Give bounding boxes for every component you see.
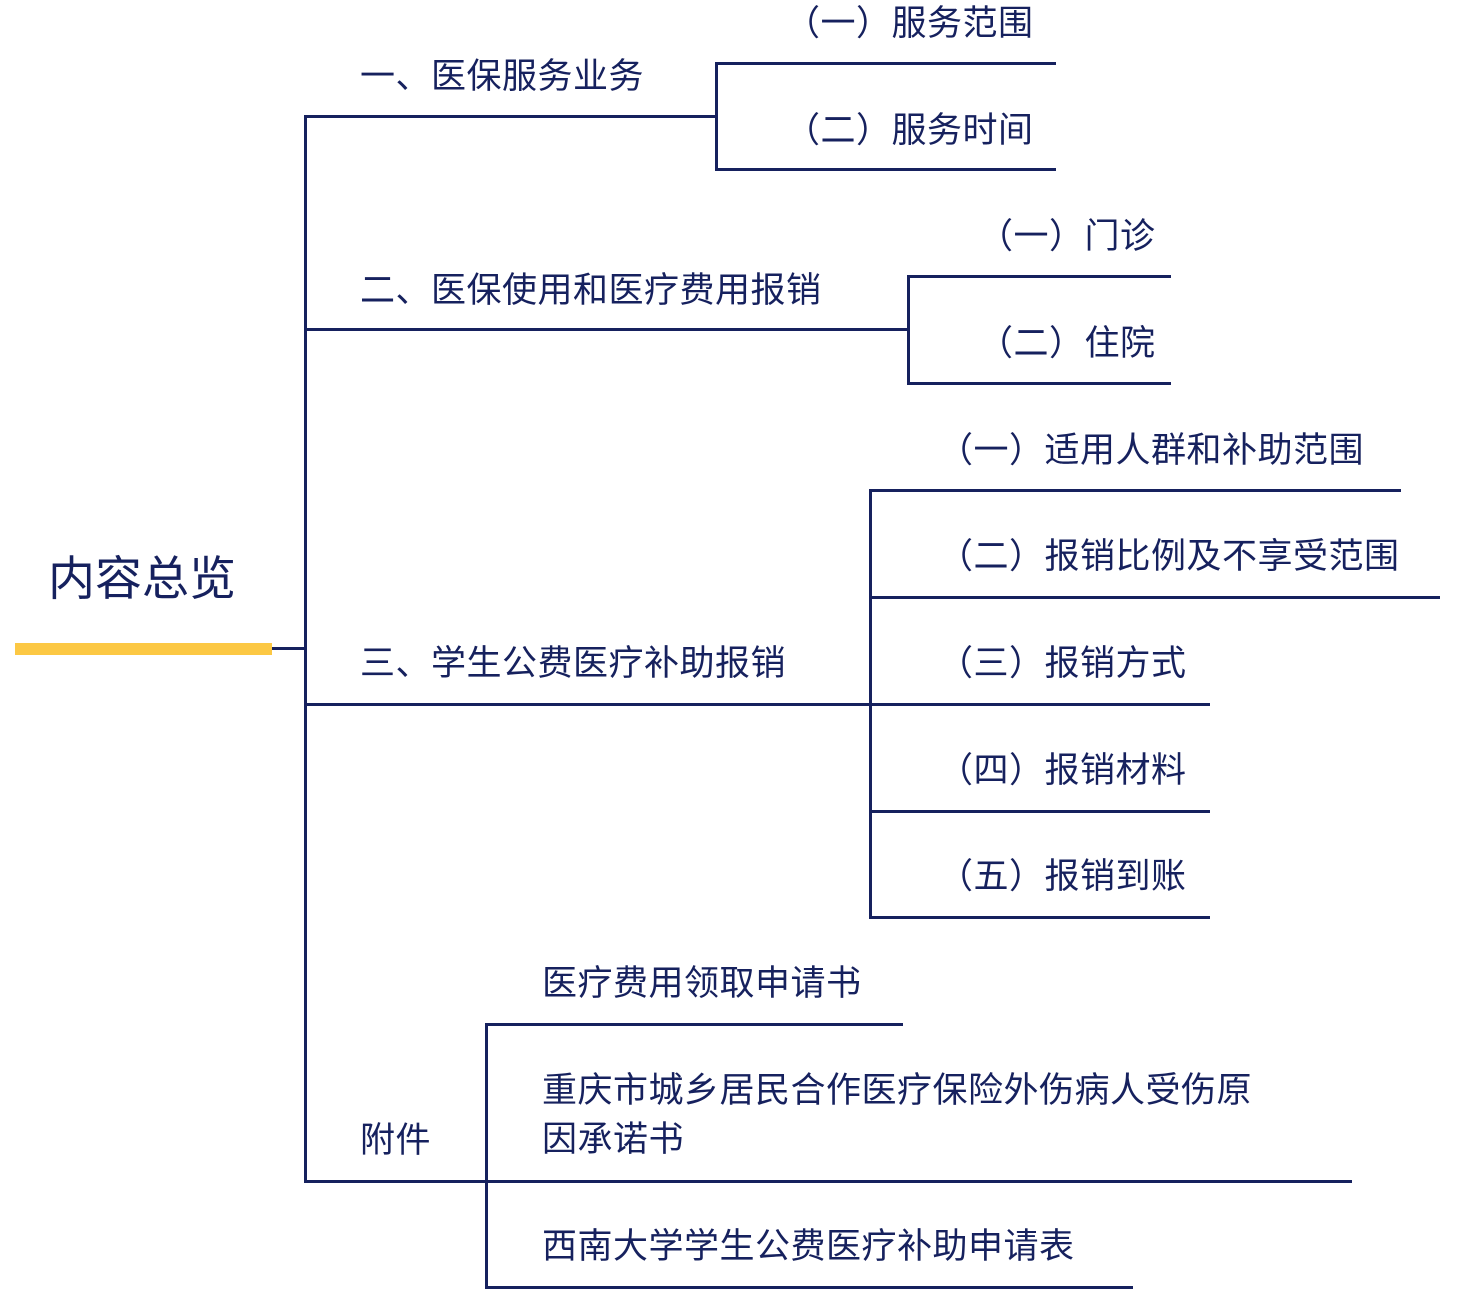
leaf-label: （二）住院 — [978, 324, 1156, 364]
root-accent-bar — [15, 643, 272, 655]
leaf-line — [869, 916, 1210, 919]
leaf-label: （一）门诊 — [978, 217, 1156, 257]
branch-1-line — [304, 115, 717, 118]
leaf-label: （二）报销比例及不享受范围 — [938, 537, 1400, 577]
branch-1-label: 一、医保服务业务 — [360, 57, 645, 97]
leaf-line — [715, 62, 1056, 65]
leaf-label: （四）报销材料 — [938, 751, 1187, 791]
branch-4-sub-line — [485, 1023, 488, 1288]
leaf-label: 重庆市城乡居民合作医疗保险外伤病人受伤原 — [542, 1071, 1253, 1111]
leaf-line — [869, 810, 1210, 813]
branch-3-label: 三、学生公费医疗补助报销 — [360, 644, 787, 684]
trunk-line — [304, 115, 307, 1183]
leaf-label: （一）服务范围 — [785, 4, 1034, 44]
branch-2-sub-line — [907, 276, 910, 385]
leaf-label: 因承诺书 — [542, 1120, 685, 1160]
branch-2-label: 二、医保使用和医疗费用报销 — [360, 271, 822, 311]
leaf-label: 西南大学学生公费医疗补助申请表 — [542, 1227, 1075, 1267]
leaf-label: （二）服务时间 — [785, 111, 1034, 151]
leaf-label: （三）报销方式 — [938, 644, 1187, 684]
branch-1-sub-line — [715, 62, 718, 171]
leaf-line — [869, 489, 1401, 492]
branch-2-line — [304, 328, 909, 331]
leaf-label: 医疗费用领取申请书 — [542, 964, 862, 1004]
leaf-line — [869, 596, 1440, 599]
branch-4-label: 附件 — [360, 1121, 432, 1161]
leaf-label: （五）报销到账 — [938, 857, 1187, 897]
leaf-line — [715, 168, 1056, 171]
branch-4-line — [304, 1180, 487, 1183]
leaf-line — [907, 382, 1171, 385]
leaf-label: （一）适用人群和补助范围 — [938, 431, 1365, 471]
branch-3-line — [304, 703, 871, 706]
leaf-line — [907, 275, 1171, 278]
leaf-line — [869, 703, 1210, 706]
root-title: 内容总览 — [48, 552, 236, 607]
leaf-line — [485, 1023, 903, 1026]
leaf-line — [485, 1286, 1133, 1289]
root-connector — [272, 647, 306, 650]
leaf-line — [485, 1180, 1352, 1183]
